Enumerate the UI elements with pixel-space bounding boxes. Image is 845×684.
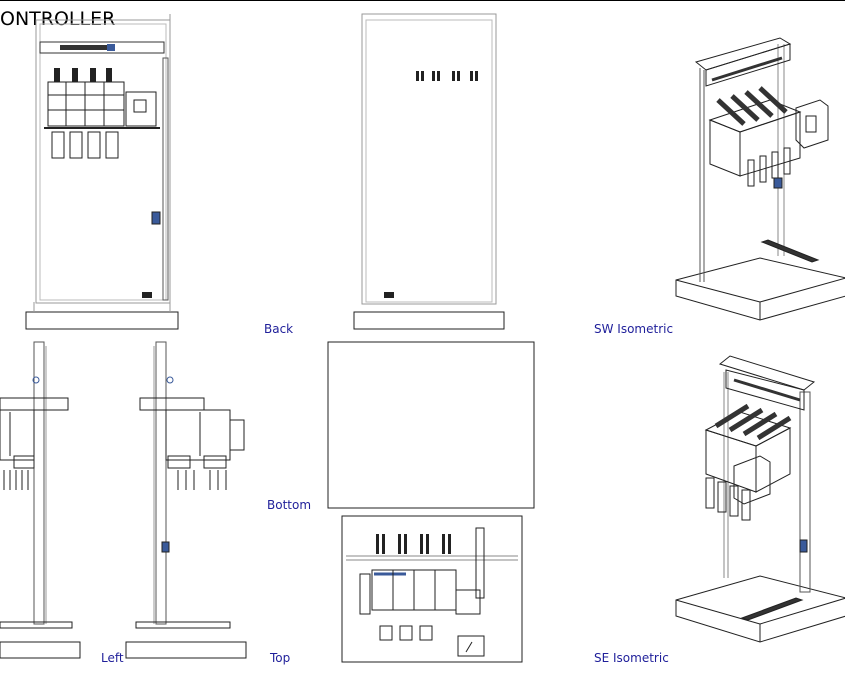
bottom-view-label: Bottom: [267, 498, 312, 512]
se-isometric-view: [675, 355, 845, 643]
left-view-label: Left: [101, 651, 124, 665]
right-view: [125, 341, 247, 659]
front-view: [25, 14, 179, 330]
top-view-label: Top: [270, 651, 291, 665]
back-view-label: Back: [264, 322, 294, 336]
sw-isometric-view: [675, 37, 845, 321]
back-view: [353, 13, 505, 330]
se-isometric-view-label: SE Isometric: [594, 651, 669, 665]
left-view: [0, 341, 81, 659]
top-view: [341, 515, 523, 663]
sheet-border-top: [0, 0, 845, 1]
sw-isometric-view-label: SW Isometric: [594, 322, 674, 336]
bottom-view: [327, 341, 535, 509]
